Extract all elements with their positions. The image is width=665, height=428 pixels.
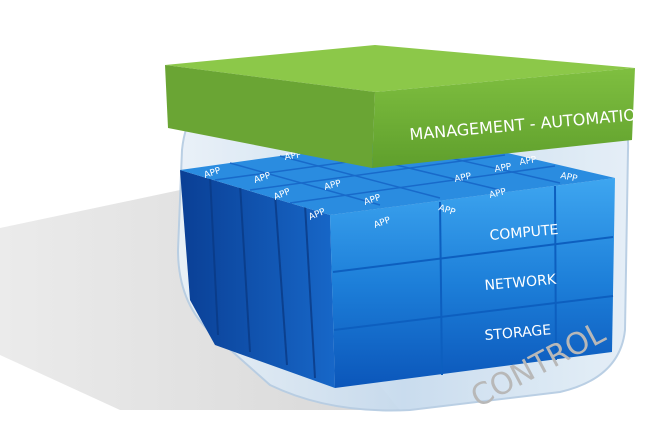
app-label-5: APP — [323, 179, 343, 193]
app-label-14: APP — [559, 171, 578, 184]
layer-label-network: NETWORK — [484, 272, 558, 294]
app-label-12: APP — [488, 187, 507, 201]
management-slab-side — [165, 65, 375, 168]
block-top — [180, 135, 615, 215]
layer-dividers — [332, 185, 614, 376]
app-label-11: APP — [494, 162, 513, 175]
management-slab-top — [165, 45, 635, 92]
layer-label-storage: STORAGE — [484, 322, 552, 344]
management-slab-front — [372, 68, 635, 168]
app-columns — [209, 175, 316, 379]
layer-label-compute: COMPUTE — [489, 222, 559, 244]
block-front — [330, 178, 615, 388]
app-label-10: APP — [454, 171, 473, 184]
app-label-13: APP — [519, 155, 538, 168]
